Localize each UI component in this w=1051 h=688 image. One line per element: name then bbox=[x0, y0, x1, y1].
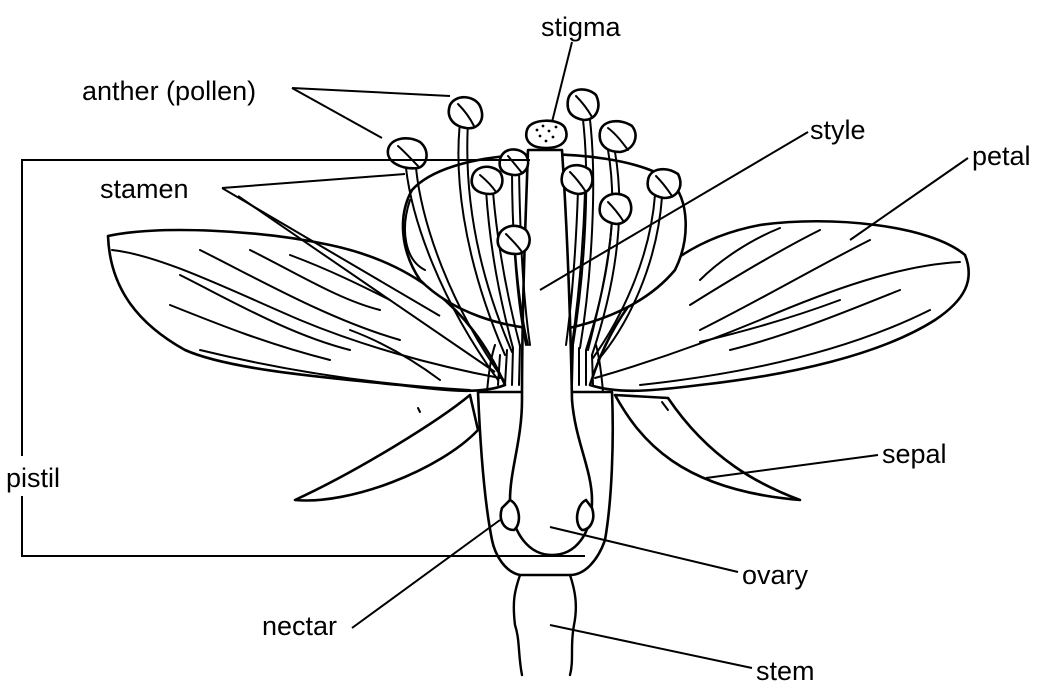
label-sepal: sepal bbox=[882, 439, 947, 469]
label-stigma: stigma bbox=[541, 12, 622, 42]
leader-nectar bbox=[352, 520, 500, 628]
ovule-right bbox=[577, 500, 593, 530]
leader-petal bbox=[850, 158, 968, 240]
stigma bbox=[526, 121, 566, 148]
leader-stamen-1 bbox=[222, 174, 405, 188]
label-ovary: ovary bbox=[742, 560, 809, 590]
sepal-left bbox=[295, 395, 478, 500]
leader-anther-1 bbox=[292, 88, 450, 96]
label-stamen: stamen bbox=[100, 174, 189, 204]
label-anther: anther (pollen) bbox=[82, 76, 256, 106]
leader-anther-2 bbox=[292, 88, 382, 138]
label-stem: stem bbox=[756, 656, 815, 686]
label-nectar: nectar bbox=[262, 611, 337, 641]
label-style: style bbox=[810, 115, 866, 145]
label-petal: petal bbox=[972, 141, 1031, 171]
leader-stem bbox=[550, 625, 752, 668]
sepal-right bbox=[615, 395, 800, 500]
label-pistil: pistil bbox=[6, 463, 60, 493]
